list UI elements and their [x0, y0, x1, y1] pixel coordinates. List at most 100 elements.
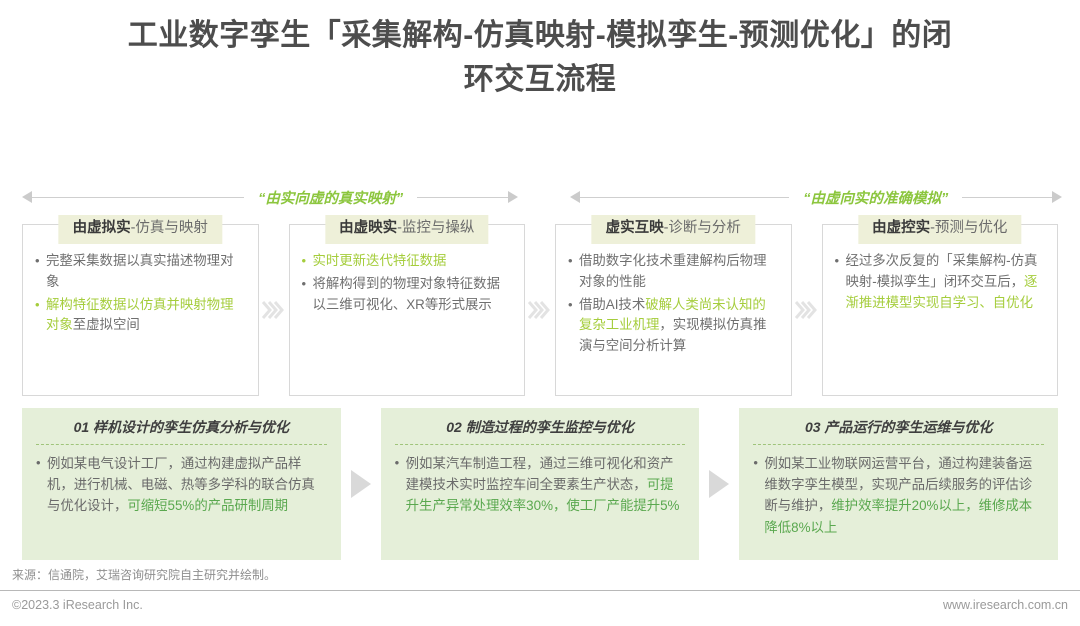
bullet-dot-icon: •	[394, 455, 400, 470]
stage-bullet-text: 解构特征数据以仿真并映射物理对象至虚拟空间	[46, 295, 246, 337]
chevron-right-icon	[525, 224, 555, 396]
text-segment: 例如某电气设计工厂，通过构建虚拟产品样机，进行机械、电磁、热等多学科的联合仿真与…	[47, 456, 315, 514]
source-note: 来源：信通院，艾瑞咨询研究院自主研究并绘制。	[12, 568, 277, 582]
stage-bullet: • 解构特征数据以仿真并映射物理对象至虚拟空间	[35, 295, 246, 337]
stage-bullet-text: 实时更新迭代特征数据	[313, 251, 513, 272]
panel-bullet: • 例如某汽车制造工程，通过三维可视化和资产建模技术实时监控车间全要素生产状态，可…	[395, 453, 686, 517]
stage-bullet-text: 借助数字化技术重建解构后物理对象的性能	[579, 251, 779, 293]
footer: ©2023.3 iResearch Inc. www.iresearch.com…	[0, 598, 1080, 612]
arrow-line-left-tail	[417, 196, 508, 198]
website-link[interactable]: www.iresearch.com.cn	[942, 598, 1068, 612]
panel-bullet: • 例如某工业物联网运营平台，通过构建装备运维数字孪生模型，实现产品后续服务的评估…	[753, 453, 1044, 538]
bullet-dot-icon: •	[301, 275, 307, 291]
flow-arrow-right: “由虚向实的准确模拟”	[540, 182, 1080, 212]
stage-bullet-text: 经过多次反复的「采集解构-仿真映射-模拟孪生」闭环交互后，逐渐推进模型实现自学习…	[846, 251, 1046, 313]
panel-dashed-divider	[394, 444, 686, 445]
application-panel[interactable]: 03 产品运行的孪生运维与优化 • 例如某工业物联网运营平台，通过构建装备运维数字孪…	[739, 408, 1059, 560]
stage-bullet-text: 将解构得到的物理对象特征数据以三维可视化、XR等形式展示	[313, 274, 513, 316]
triangle-right-icon	[699, 408, 739, 560]
stage-card[interactable]: 虚实互映-诊断与分析 • 借助数字化技术重建解构后物理对象的性能 • 借助AI技术破解人…	[555, 215, 792, 396]
text-segment: 完整采集数据以真实描述物理对象	[46, 253, 234, 289]
stage-card-title-bold: 由虚映实	[339, 220, 398, 236]
stage-card-header: 由虚控实-预测与优化	[858, 215, 1022, 244]
text-segment: 破解人类尚未认知的复杂工业机理	[579, 296, 766, 333]
bullet-dot-icon: •	[834, 253, 840, 268]
application-panel[interactable]: 01 样机设计的孪生仿真分析与优化 • 例如某电气设计工厂，通过构建虚拟产品样机，进…	[22, 408, 341, 560]
stage-card-body: • 完整采集数据以真实描述物理对象 • 解构特征数据以仿真并映射物理对象至虚拟空间	[35, 251, 246, 336]
stage-card-title-bold: 虚实互映	[605, 220, 664, 236]
stage-card-body: • 实时更新迭代特征数据 • 将解构得到的物理对象特征数据以三维可视化、XR等形式展示	[302, 251, 513, 315]
text-segment: 例如某汽车制造工程，通过三维可视化和资产建模技术实时监控车间全要素生产状态，	[405, 456, 674, 493]
stage-bullet: • 将解构得到的物理对象特征数据以三维可视化、XR等形式展示	[302, 274, 513, 316]
bullet-dot-icon: •	[568, 253, 573, 268]
stage-card-title-rest: -诊断与分析	[663, 220, 741, 236]
arrow-head-left-icon	[570, 191, 580, 203]
stage-bullet-text: 借助AI技术破解人类尚未认知的复杂工业机理，实现模拟仿真推演与空间分析计算	[579, 295, 779, 357]
bullet-dot-icon: •	[568, 296, 573, 312]
bullet-dot-icon: •	[35, 296, 40, 312]
stage-bullet: • 借助AI技术破解人类尚未认知的复杂工业机理，实现模拟仿真推演与空间分析计算	[568, 295, 779, 357]
arrow-head-left-icon	[22, 191, 32, 203]
stage-bullet: • 完整采集数据以真实描述物理对象	[35, 251, 246, 293]
arrow-head-right-icon	[1052, 191, 1062, 203]
arrow-head-right-icon	[508, 191, 518, 203]
text-segment: 例如某工业物联网运营平台，通过构建装备运维数字孪生模型，实现产品后续服务的评估诊…	[764, 456, 1033, 514]
copyright-text: ©2023.3 iResearch Inc.	[12, 598, 143, 612]
application-panel-title: 03 产品运行的孪生运维与优化	[804, 419, 993, 435]
application-panel-title: 01 样机设计的孪生仿真分析与优化	[73, 419, 290, 435]
flow-arrow-label-right: “由虚向实的准确模拟”	[803, 190, 949, 207]
flow-direction-band: “由实向虚的真实映射” “由虚向实的准确模拟”	[0, 182, 1080, 212]
application-panel-body: • 例如某工业物联网运营平台，通过构建装备运维数字孪生模型，实现产品后续服务的评估…	[753, 453, 1044, 538]
bullet-dot-icon: •	[301, 253, 307, 268]
arrow-line-right	[580, 196, 790, 198]
application-panel-row: 01 样机设计的孪生仿真分析与优化 • 例如某电气设计工厂，通过构建虚拟产品样机，进…	[22, 408, 1059, 560]
text-segment: 逐渐推进模型实现自学习、自优化	[845, 273, 1038, 310]
panel-bullet-text: 例如某汽车制造工程，通过三维可视化和资产建模技术实时监控车间全要素生产状态，可提…	[406, 453, 686, 517]
chevron-right-icon	[259, 224, 289, 396]
stage-bullet-text: 完整采集数据以真实描述物理对象	[46, 251, 246, 293]
stage-card-title-rest: -监控与操纵	[397, 220, 475, 236]
stage-card-title-rest: -仿真与映射	[130, 220, 208, 236]
panel-bullet-text: 例如某工业物联网运营平台，通过构建装备运维数字孪生模型，实现产品后续服务的评估诊…	[764, 453, 1044, 538]
stage-bullet: • 实时更新迭代特征数据	[302, 251, 513, 272]
stage-card-title-rest: -预测与优化	[930, 220, 1008, 236]
stage-card-header: 虚实互映-诊断与分析	[591, 215, 755, 244]
chevron-right-icon	[792, 224, 822, 396]
text-segment: 解构特征数据以仿真并映射物理对象	[46, 296, 234, 333]
application-panel-title: 02 制造过程的孪生监控与优化	[446, 419, 634, 435]
text-segment: 借助AI技术	[579, 296, 646, 312]
triangle-right-icon	[341, 408, 381, 560]
stage-card[interactable]: 由虚控实-预测与优化 • 经过多次反复的「采集解构-仿真映射-模拟孪生」闭环交互后，…	[821, 215, 1058, 396]
stage-card-row: 由虚拟实-仿真与映射 • 完整采集数据以真实描述物理对象 • 解构特征数据以仿真并映射物…	[22, 215, 1058, 396]
panel-bullet: • 例如某电气设计工厂，通过构建虚拟产品样机，进行机械、电磁、热等多学科的联合仿真…	[36, 453, 327, 517]
application-panel-body: • 例如某汽车制造工程，通过三维可视化和资产建模技术实时监控车间全要素生产状态，可…	[395, 453, 686, 517]
page-title: 工业数字孪生「采集解构-仿真映射-模拟孪生-预测优化」的闭环交互流程	[127, 19, 953, 96]
panel-dashed-divider	[753, 444, 1045, 445]
stage-card[interactable]: 由虚映实-监控与操纵 • 实时更新迭代特征数据 • 将解构得到的物理对象特征数据以三维可…	[288, 215, 525, 396]
footer-divider	[0, 590, 1080, 591]
bullet-dot-icon: •	[36, 455, 41, 470]
arrow-line-right-tail	[962, 196, 1052, 198]
stage-card-header: 由虚拟实-仿真与映射	[58, 215, 222, 244]
stage-card[interactable]: 由虚拟实-仿真与映射 • 完整采集数据以真实描述物理对象 • 解构特征数据以仿真并映射物…	[22, 215, 259, 396]
bullet-dot-icon: •	[35, 253, 40, 268]
text-segment: 借助数字化技术重建解构后物理对象的性能	[579, 253, 767, 289]
text-segment: 实时更新迭代特征数据	[312, 253, 447, 268]
text-segment: 将解构得到的物理对象特征数据以三维可视化、XR等形式展示	[312, 275, 500, 312]
panel-bullet-text: 例如某电气设计工厂，通过构建虚拟产品样机，进行机械、电磁、热等多学科的联合仿真与…	[47, 453, 327, 517]
stage-card-body: • 经过多次反复的「采集解构-仿真映射-模拟孪生」闭环交互后，逐渐推进模型实现自学…	[835, 251, 1046, 313]
stage-card-header: 由虚映实-监控与操纵	[325, 215, 489, 244]
text-segment: 可缩短55%的产品研制周期	[127, 498, 289, 514]
text-segment: 经过多次反复的「采集解构-仿真映射-模拟孪生」闭环交互后，	[845, 253, 1038, 289]
stage-card-body: • 借助数字化技术重建解构后物理对象的性能 • 借助AI技术破解人类尚未认知的复杂工业…	[568, 251, 779, 357]
arrow-line-left	[32, 196, 245, 198]
text-segment: 至虚拟空间	[72, 317, 140, 333]
bullet-dot-icon: •	[753, 455, 758, 470]
stage-card-title-bold: 由虚控实	[872, 220, 931, 236]
stage-card-title-bold: 由虚拟实	[72, 220, 131, 236]
application-panel[interactable]: 02 制造过程的孪生监控与优化 • 例如某汽车制造工程，通过三维可视化和资产建模技术…	[380, 408, 700, 560]
flow-arrow-label-left: “由实向虚的真实映射”	[258, 190, 404, 207]
flow-arrow-left: “由实向虚的真实映射”	[0, 182, 540, 212]
text-segment: 维护效率提升20%以上，维修成本降低8%以上	[764, 498, 1033, 535]
stage-bullet: • 借助数字化技术重建解构后物理对象的性能	[568, 251, 779, 293]
